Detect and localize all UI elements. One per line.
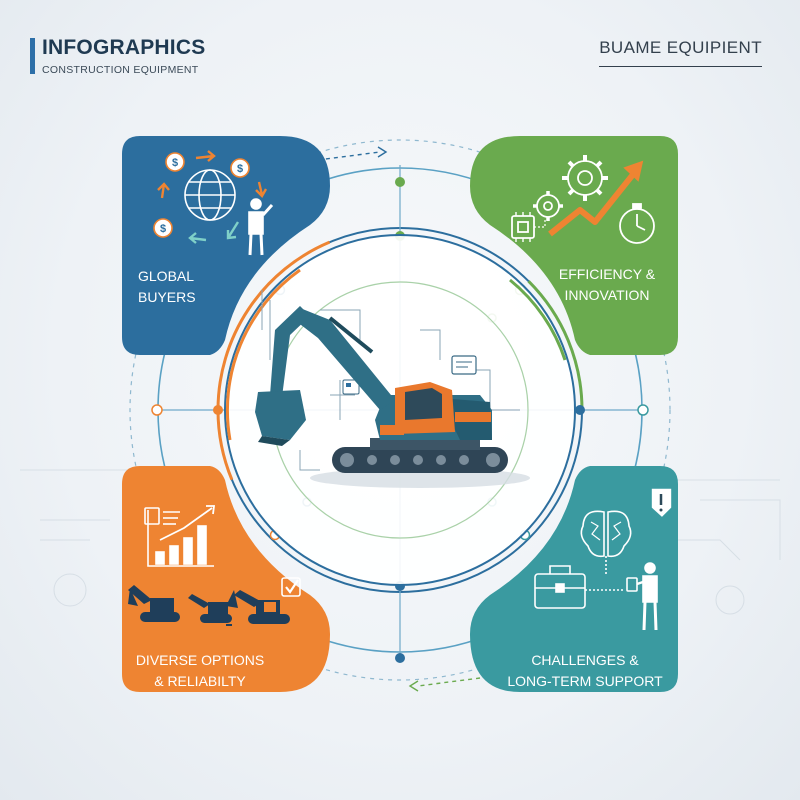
brand-name: BUAME EQUIPIENT	[599, 38, 762, 67]
label-challenges-line2: LONG-TERM SUPPORT	[507, 673, 663, 689]
node-dot	[575, 405, 585, 415]
svg-text:$: $	[172, 157, 178, 169]
excavator-icon	[226, 590, 290, 624]
excavator-illustration	[255, 306, 530, 488]
svg-text:$: $	[160, 223, 166, 235]
panel-global-buyers	[122, 136, 330, 355]
excavator-icon	[226, 624, 232, 626]
label-efficiency: EFFICIENCY & INNOVATION	[548, 264, 666, 306]
label-efficiency-line2: INNOVATION	[564, 287, 650, 303]
svg-text:$: $	[237, 163, 243, 175]
toolbox-icon	[534, 565, 586, 609]
page-title: INFOGRAPHICS	[42, 36, 206, 59]
alert-icon	[650, 487, 673, 520]
node-dot	[395, 177, 405, 187]
diverse-options-icons	[144, 505, 301, 597]
page-subtitle: CONSTRUCTION EQUIPMENT	[42, 64, 199, 76]
arrow-icon	[188, 221, 240, 244]
panel-diverse-options	[122, 466, 330, 692]
label-challenges-line1: CHALLENGES &	[531, 652, 639, 668]
label-global-buyers: GLOBAL BUYERS	[138, 266, 196, 308]
person-tablet-icon	[626, 562, 658, 631]
brain-icon	[580, 510, 632, 558]
label-diverse-options: DIVERSE OPTIONS & RELIABILTY	[130, 650, 270, 692]
arrow-icon	[157, 150, 268, 199]
stopwatch-icon	[619, 203, 655, 244]
dollar-coin-icon: $	[230, 158, 250, 178]
label-diverse-options-line2: & RELIABILTY	[154, 673, 246, 689]
floating-document-icon	[451, 355, 477, 375]
gear-icon	[562, 155, 608, 201]
center-disc-orange-arc	[225, 268, 301, 441]
center-disc-green-arc	[509, 278, 567, 361]
gear-icon	[533, 191, 563, 221]
label-global-buyers-line2: BUYERS	[138, 289, 196, 305]
center-disc-border	[224, 234, 576, 586]
node-dot	[151, 404, 163, 416]
bar-chart-icon	[155, 525, 207, 565]
panel-efficiency	[470, 136, 678, 355]
panel-challenges	[470, 466, 678, 692]
floating-card-icon	[342, 379, 360, 395]
document-icon	[144, 507, 180, 525]
label-global-buyers-line1: GLOBAL	[138, 268, 195, 284]
excavator-icon	[128, 585, 180, 622]
efficiency-icons	[511, 155, 655, 244]
node-dot	[213, 405, 223, 415]
growth-arrow-icon	[548, 170, 638, 237]
challenges-icons	[534, 487, 673, 631]
global-buyers-icons: $ $ $	[153, 150, 274, 256]
excavator-fleet-icons	[128, 585, 290, 626]
arrow-left-icon	[408, 680, 419, 692]
checkbox-icon	[281, 577, 301, 597]
excavator-icon	[188, 594, 232, 623]
label-challenges: CHALLENGES & LONG-TERM SUPPORT	[500, 650, 670, 692]
title-accent-bar	[30, 38, 35, 74]
arrow-right-icon	[377, 146, 388, 158]
node-dot	[637, 404, 649, 416]
dollar-coin-icon: $	[165, 152, 185, 172]
dollar-coin-icon: $	[153, 218, 173, 238]
person-icon	[248, 198, 274, 256]
circuit-traces	[261, 290, 520, 471]
node-dot	[395, 653, 405, 663]
flow-arrows	[317, 146, 481, 692]
label-diverse-options-line1: DIVERSE OPTIONS	[135, 652, 265, 668]
label-efficiency-line1: EFFICIENCY &	[558, 266, 656, 282]
